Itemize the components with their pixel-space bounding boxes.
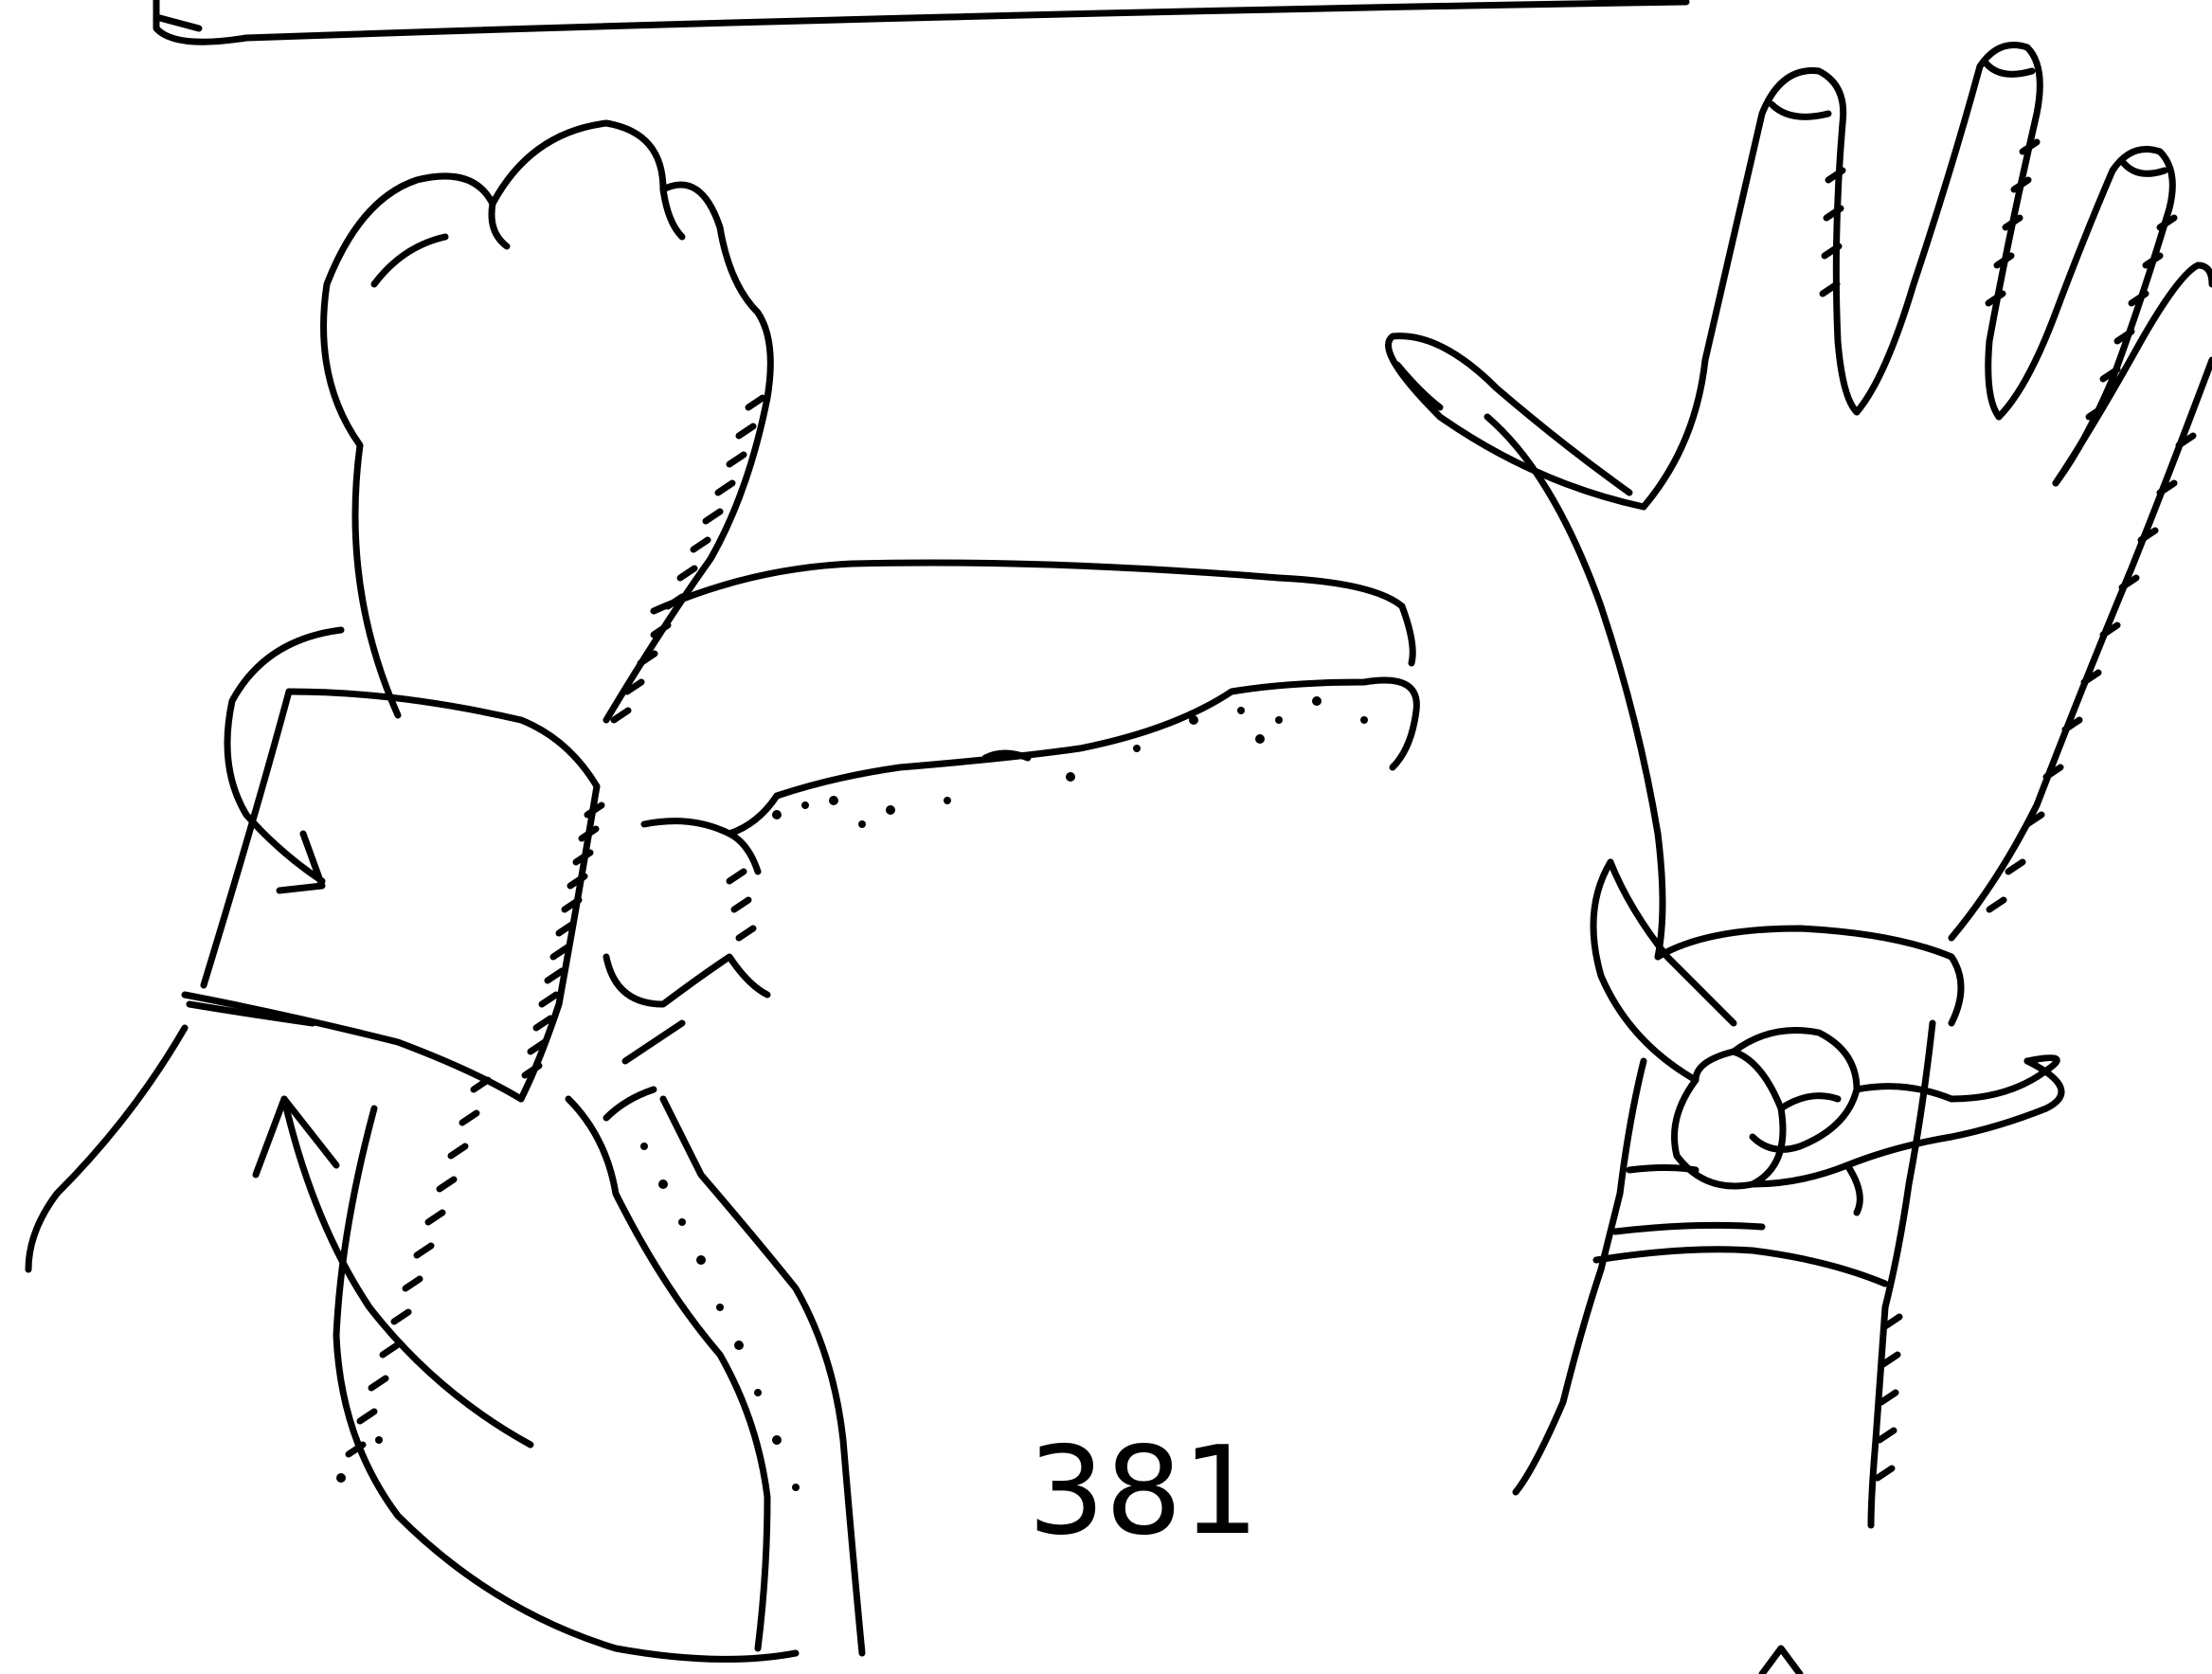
bandage-texture-dots: [336, 696, 1368, 1491]
open-hand-icon: [1389, 45, 2212, 1526]
top-panel-edge: [156, 0, 1686, 42]
fist-shading-hatch: [349, 398, 763, 1454]
bottom-arrow-tip: [1762, 1648, 1800, 1674]
figure-number: 381: [1028, 1421, 1259, 1562]
fist-hand-icon: [28, 123, 796, 1659]
